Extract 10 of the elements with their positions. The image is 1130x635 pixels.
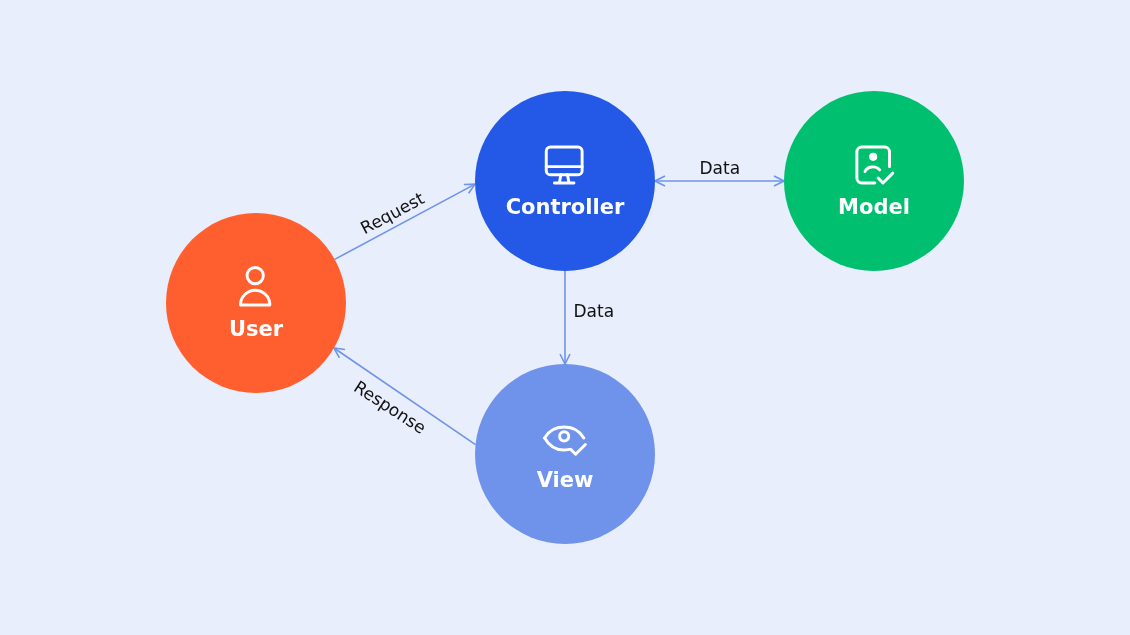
arrow [333, 183, 476, 261]
node-label: View [536, 468, 594, 492]
node-label: Controller [505, 195, 625, 219]
edge-label: Data [699, 159, 741, 177]
node-label: User [228, 317, 284, 341]
arrow [559, 270, 571, 365]
node-label: Model [838, 195, 910, 219]
edge-label: Data [573, 302, 615, 320]
arrow [654, 175, 785, 187]
arrow [333, 347, 477, 446]
